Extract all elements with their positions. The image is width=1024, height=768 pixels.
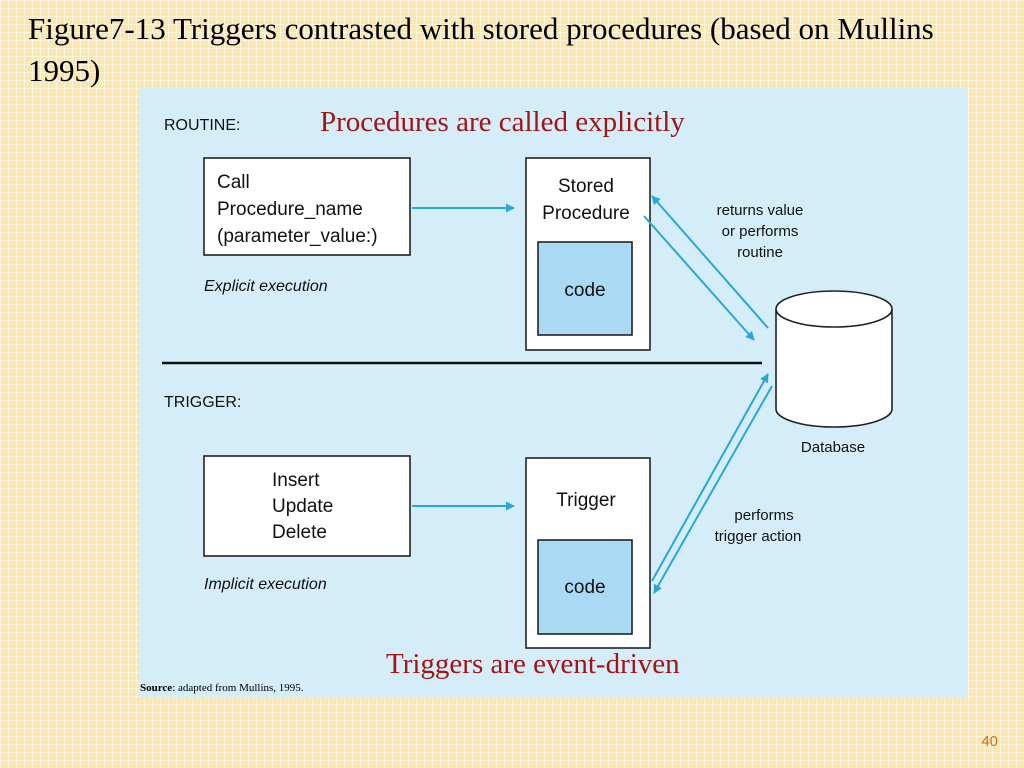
- database-label: Database: [801, 439, 865, 456]
- call-box: [203, 157, 411, 256]
- procedures-annotation: Procedures are called explicitly: [320, 106, 685, 138]
- source-label: Source: [140, 682, 173, 694]
- routine-heading: ROUTINE:: [164, 117, 240, 134]
- event-box: [203, 455, 411, 557]
- trigger-code-box: [537, 539, 633, 635]
- procedure-name-line: Procedure_name: [217, 199, 363, 220]
- slide-title: Figure7-13 Triggers contrasted with stor…: [28, 11, 934, 88]
- performs-action-arrow: [653, 385, 773, 594]
- stored-procedure-label-line2: Procedure: [542, 203, 630, 224]
- performs-label-line1: performs: [734, 507, 793, 524]
- page-number: 40: [981, 733, 998, 750]
- source-note: Source: adapted from Mullins, 1995.: [140, 682, 304, 694]
- trigger-to-database-arrow: [651, 373, 769, 582]
- returns-label-line3: routine: [737, 244, 783, 261]
- returns-label-line1: returns value: [717, 202, 804, 219]
- database-top: [775, 290, 893, 328]
- implicit-execution-caption: Implicit execution: [204, 576, 327, 593]
- procedure-code-label: code: [564, 280, 605, 301]
- database-cylinder: [775, 309, 893, 428]
- call-line: Call: [217, 172, 250, 193]
- diagram-figure: ROUTINE: Call Procedure_name (parameter_…: [162, 117, 893, 649]
- insert-line: Insert: [272, 470, 320, 491]
- returns-label-line2: or performs: [722, 223, 799, 240]
- procedure-code-box: [537, 241, 633, 336]
- procedure-to-database-arrow: [643, 215, 755, 341]
- parameter-line: (parameter_value:): [217, 226, 378, 247]
- trigger-code-label: code: [564, 577, 605, 598]
- performs-label-line2: trigger action: [715, 528, 802, 545]
- trigger-heading: TRIGGER:: [164, 394, 241, 411]
- returns-arrow: [651, 195, 769, 329]
- stored-procedure-label-line1: Stored: [558, 176, 614, 197]
- triggers-annotation: Triggers are event-driven: [386, 648, 680, 680]
- explicit-execution-caption: Explicit execution: [204, 278, 328, 295]
- diagram-panel: ROUTINE: Call Procedure_name (parameter_…: [140, 88, 968, 698]
- source-text: : adapted from Mullins, 1995.: [172, 682, 304, 694]
- delete-line: Delete: [272, 522, 327, 543]
- update-line: Update: [272, 496, 333, 517]
- trigger-label: Trigger: [556, 490, 616, 511]
